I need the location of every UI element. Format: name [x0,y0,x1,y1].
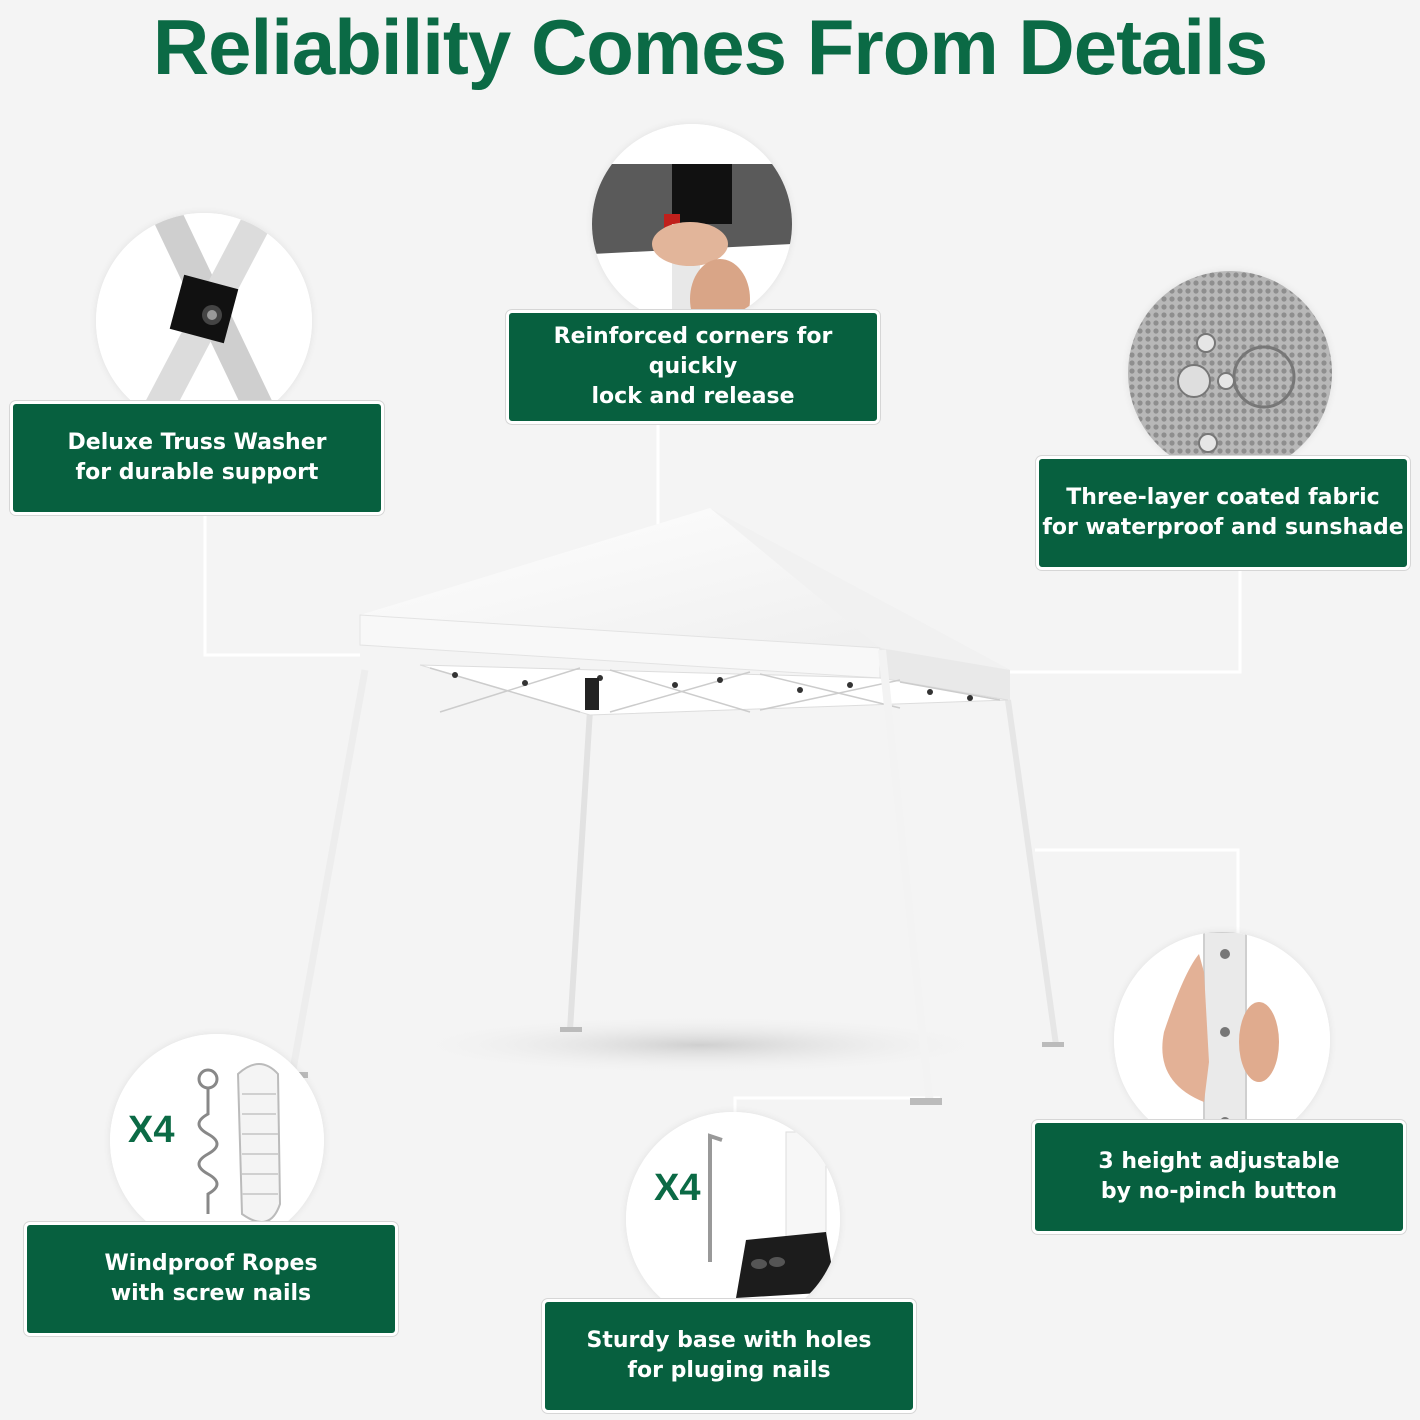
corner-lock-photo [592,124,792,324]
base-line1: Sturdy base with holes [586,1328,872,1353]
truss-washer-photo [96,213,312,429]
height-button-photo [1114,932,1330,1148]
label-corners: Reinforced corners for quickly lock and … [506,310,880,424]
ropes-line2: with screw nails [110,1281,312,1306]
corners-line1: Reinforced corners for quickly [553,324,833,379]
ropes-quantity-badge: X4 [128,1109,174,1151]
truss-washer-line2: for durable support [75,460,319,485]
fabric-line2: for waterproof and sunshade [1042,515,1404,540]
height-line1: 3 height adjustable [1098,1149,1340,1174]
base-quantity-badge: X4 [654,1167,700,1209]
fabric-line1: Three-layer coated fabric [1066,485,1380,510]
label-fabric: Three-layer coated fabric for waterproof… [1036,456,1410,570]
height-line2: by no-pinch button [1100,1179,1338,1204]
label-base: Sturdy base with holes for pluging nails [542,1299,916,1413]
label-ropes: Windproof Ropes with screw nails [24,1222,398,1336]
label-height: 3 height adjustable by no-pinch button [1032,1120,1406,1234]
ropes-photo: X4 [110,1034,324,1248]
base-line2: for pluging nails [627,1358,831,1383]
truss-washer-line1: Deluxe Truss Washer [67,430,327,455]
base-photo: X4 [626,1112,840,1326]
canopy-tent-image [282,508,1064,1106]
corners-line2: lock and release [591,384,795,409]
fabric-photo [1128,271,1332,475]
label-truss-washer: Deluxe Truss Washer for durable support [10,401,384,515]
page-title: Reliability Comes From Details [152,3,1268,91]
ropes-line1: Windproof Ropes [104,1251,318,1276]
